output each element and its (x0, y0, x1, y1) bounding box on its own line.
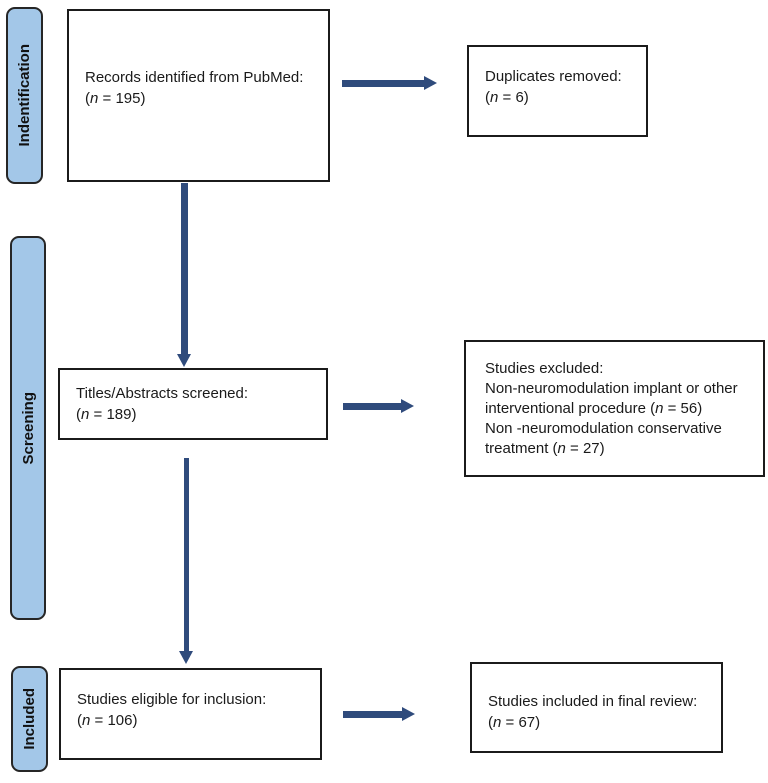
flow-box-duplicates-removed: Duplicates removed: (n = 6) (467, 45, 648, 137)
stage-label-identification: Indentification (16, 44, 33, 147)
arrow-records-to-screened (177, 183, 191, 367)
box-text-line: Records identified from PubMed: (85, 68, 304, 86)
arrow-screened-to-eligible (179, 458, 193, 664)
stage-bar-included: Included (11, 666, 48, 772)
box-count-line: interventional procedure (n = 56) (485, 399, 703, 417)
box-count-line: (n = 195) (85, 89, 146, 107)
stage-label-screening: Screening (19, 391, 37, 465)
flow-box-records-identified: Records identified from PubMed: (n = 195… (67, 9, 330, 182)
arrow-eligible-to-final (343, 707, 415, 721)
box-count-line: (n = 189) (76, 406, 137, 423)
box-text-line: Studies included in final review: (488, 693, 698, 710)
box-count-line: (n = 106) (77, 712, 138, 729)
box-text-line: Studies excluded: (485, 359, 604, 377)
box-count-line: (n = 6) (485, 89, 529, 106)
box-text-line: Studies eligible for inclusion: (77, 691, 267, 708)
box-count-line: (n = 67) (488, 714, 541, 731)
box-text-line: Duplicates removed: (485, 68, 622, 85)
box-count-line: treatment (n = 27) (485, 439, 605, 457)
stage-label-included: Included (21, 688, 38, 750)
flow-box-titles-abstracts-screened: Titles/Abstracts screened: (n = 189) (58, 368, 328, 440)
box-text-line: Non -neuromodulation conservative (485, 419, 722, 437)
box-text-line: Titles/Abstracts screened: (76, 385, 249, 402)
arrow-records-to-duplicates (342, 76, 437, 90)
flow-box-studies-eligible: Studies eligible for inclusion: (n = 106… (59, 668, 322, 760)
flow-box-studies-included-final: Studies included in final review: (n = 6… (470, 662, 723, 753)
stage-bar-identification: Indentification (6, 7, 43, 184)
flow-box-studies-excluded: Studies excluded: Non-neuromodulation im… (464, 340, 765, 477)
arrow-screened-to-excluded (343, 399, 414, 413)
stage-bar-screening: Screening (10, 236, 46, 620)
box-text-line: Non-neuromodulation implant or other (485, 379, 738, 397)
